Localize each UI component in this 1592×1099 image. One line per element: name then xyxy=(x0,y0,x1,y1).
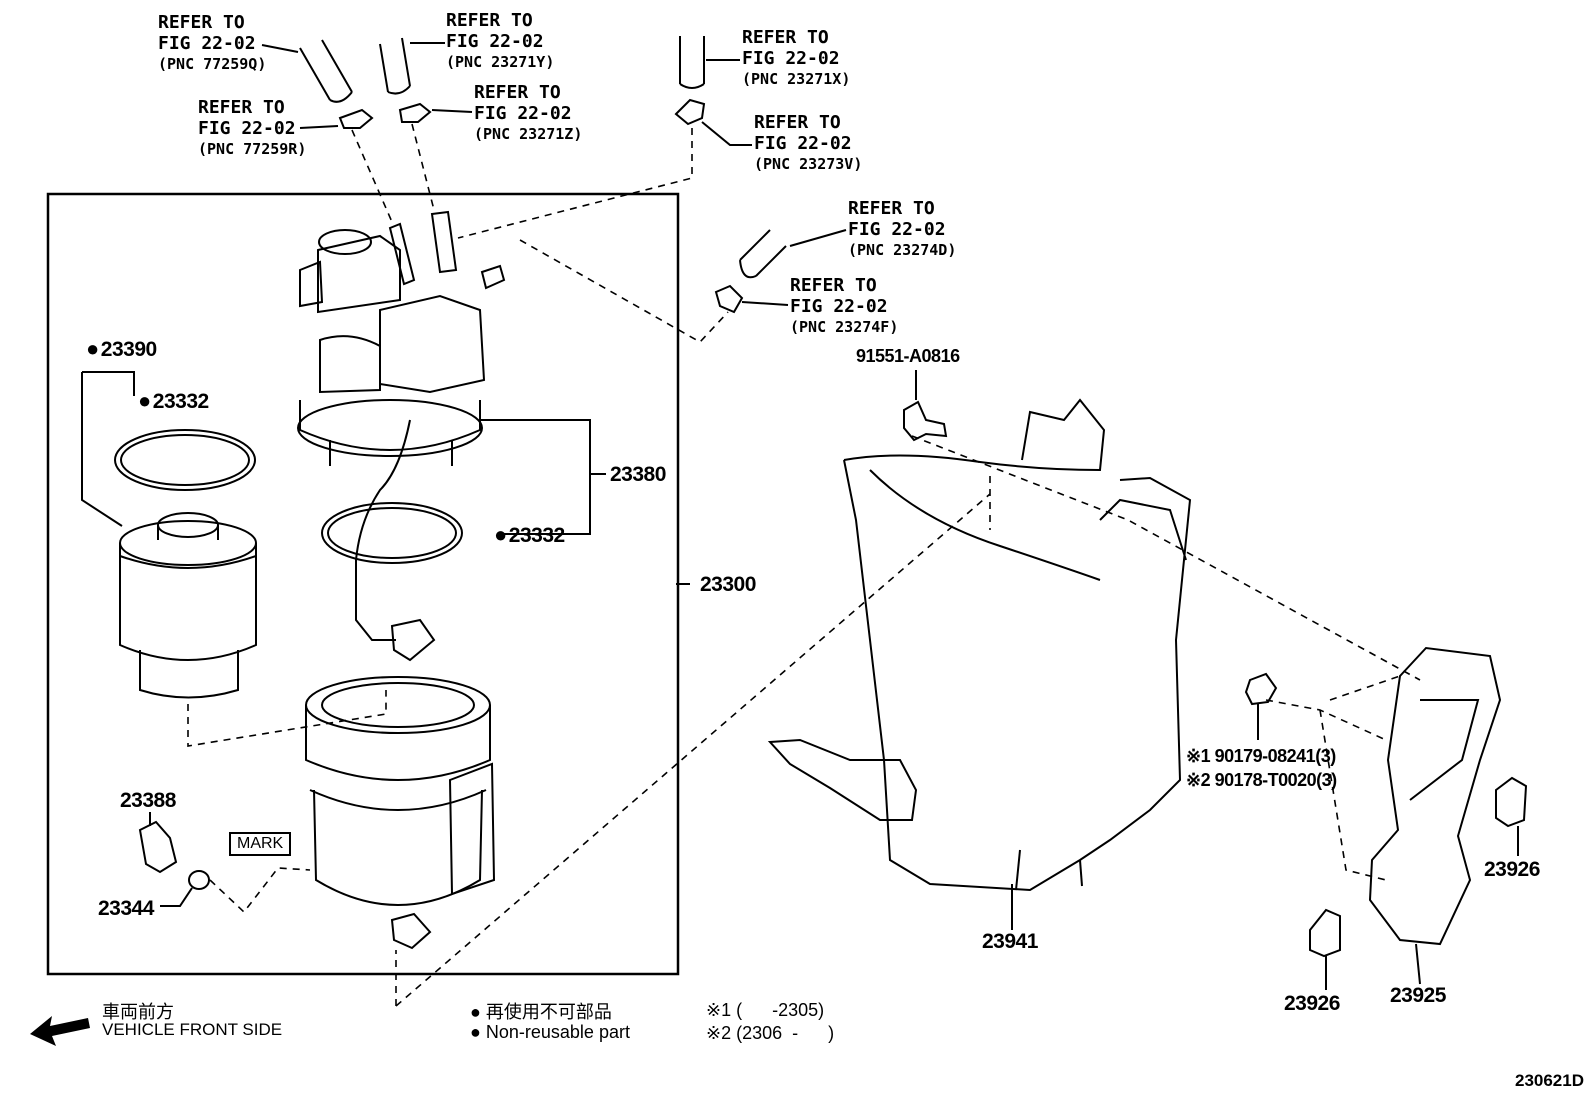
hose-23271x xyxy=(679,36,705,89)
clip-23273v xyxy=(674,98,706,126)
ref-line2: FIG 22-02 xyxy=(446,31,544,52)
ref-line2: FIG 22-02 xyxy=(742,48,840,69)
gasket-23332-upper-inner xyxy=(120,434,250,486)
ref-line1: REFER TO xyxy=(742,27,829,48)
bracket-23925 xyxy=(1368,646,1502,946)
bullet-icon: ● xyxy=(470,1002,486,1022)
part-23332-lower: ●23332 xyxy=(494,522,565,547)
front-arrow-icon xyxy=(30,1016,90,1046)
ref-pnc: (PNC 77259Q) xyxy=(158,55,267,73)
hose-77259q xyxy=(299,39,353,103)
figure-code: 230621D xyxy=(1514,1071,1584,1090)
part-number: 23390 xyxy=(100,338,157,361)
filter-23390 xyxy=(119,512,257,699)
clip-23271z xyxy=(398,102,432,123)
pump-module-23380 xyxy=(297,210,506,662)
ref-label-23271x: REFER TO FIG 22-02 (PNC 23271X) xyxy=(742,27,850,90)
ref-line2: FIG 22-02 xyxy=(198,118,296,139)
ref-line1: REFER TO xyxy=(474,82,561,103)
part-number: 23941 xyxy=(982,930,1038,953)
ref-pnc: (PNC 77259R) xyxy=(198,140,307,158)
bracket-23941 xyxy=(767,398,1192,892)
part-23332-upper: ●23332 xyxy=(138,388,209,413)
ref-label-77259r: REFER TO FIG 22-02 (PNC 77259R) xyxy=(198,97,306,160)
ref-pnc: (PNC 23273V) xyxy=(754,155,863,173)
ref-line1: REFER TO xyxy=(790,275,877,296)
ref-line1: REFER TO xyxy=(158,12,245,33)
front-label-en: VEHICLE FRONT SIDE xyxy=(102,1020,283,1039)
part-number: 23926 xyxy=(1284,992,1340,1015)
ref-line2: FIG 22-02 xyxy=(790,296,888,317)
part-number: 23388 xyxy=(120,789,176,812)
hose-23274d xyxy=(739,229,787,279)
part-23300: 23300 xyxy=(700,573,756,597)
nonreuse-label-jp: ● 再使用不可部品 xyxy=(470,998,612,1024)
oring-23344 xyxy=(188,870,210,890)
part-number: 23344 xyxy=(98,897,154,920)
mark-label: MARK xyxy=(229,832,292,856)
part-23926-right: 23926 xyxy=(1484,858,1540,882)
bullet-icon: ● xyxy=(470,1022,486,1042)
part-23926-bottom: 23926 xyxy=(1284,992,1340,1016)
ref-label-23271y: REFER TO FIG 22-02 (PNC 23271Y) xyxy=(446,10,554,73)
range-note-2: ※2 (2306 - ) xyxy=(706,1023,835,1043)
ref-pnc: (PNC 23271X) xyxy=(742,70,851,88)
nonreuse-en-text: Non-reusable part xyxy=(485,1022,630,1042)
part-23388: 23388 xyxy=(120,789,176,813)
sensor-23388 xyxy=(138,820,178,874)
clip-23274f xyxy=(714,284,744,314)
part-23925: 23925 xyxy=(1390,984,1446,1008)
nonreuse-jp-text: 再使用不可部品 xyxy=(485,1002,612,1022)
ref-line2: FIG 22-02 xyxy=(474,103,572,124)
hose-23271y xyxy=(379,37,411,95)
note-90179: ※1 90179-08241(3) xyxy=(1186,746,1336,767)
ref-line1: REFER TO xyxy=(754,112,841,133)
ref-line2: FIG 22-02 xyxy=(158,33,256,54)
ref-label-23271z: REFER TO FIG 22-02 (PNC 23271Z) xyxy=(474,82,582,145)
ref-label-23274f: REFER TO FIG 22-02 (PNC 23274F) xyxy=(790,275,898,338)
part-number: 23332 xyxy=(508,524,565,547)
ref-pnc: (PNC 23271Z) xyxy=(474,125,583,143)
clip-23926-right xyxy=(1495,776,1528,828)
gasket-23332-lower xyxy=(321,502,463,564)
ref-line2: FIG 22-02 xyxy=(848,219,946,240)
bolt-91551 xyxy=(903,400,948,442)
part-number: 23332 xyxy=(152,390,209,413)
nut-90179 xyxy=(1244,672,1278,706)
gasket-23332-lower-inner xyxy=(327,507,457,559)
part-23344: 23344 xyxy=(98,897,154,921)
note-90178: ※2 90178-T0020(3) xyxy=(1186,770,1337,791)
ref-pnc: (PNC 23271Y) xyxy=(446,53,555,71)
assembly-frame xyxy=(46,192,680,976)
ref-label-23273v: REFER TO FIG 22-02 (PNC 23273V) xyxy=(754,112,862,175)
filter-case xyxy=(305,676,496,950)
ref-line1: REFER TO xyxy=(198,97,285,118)
ref-pnc: (PNC 23274F) xyxy=(790,318,899,336)
range-note-1: ※1 ( -2305) xyxy=(706,1000,825,1020)
part-23941: 23941 xyxy=(982,930,1038,954)
clip-77259r xyxy=(338,108,374,129)
part-23390: ●23390 xyxy=(86,336,157,361)
ref-line2: FIG 22-02 xyxy=(754,133,852,154)
ref-label-77259q: REFER TO FIG 22-02 (PNC 77259Q) xyxy=(158,12,266,75)
part-number: 23926 xyxy=(1484,858,1540,881)
part-number: 23925 xyxy=(1390,984,1446,1007)
ref-pnc: (PNC 23274D) xyxy=(848,241,957,259)
part-91551-a0816: 91551-A0816 xyxy=(856,346,960,367)
part-23380: 23380 xyxy=(610,463,666,487)
part-number: ※1 90179-08241(3) xyxy=(1186,746,1336,766)
part-number: ※2 90178-T0020(3) xyxy=(1186,770,1337,790)
front-label-jp: 車両前方 xyxy=(102,1002,174,1022)
nonreuse-label-en: ● Non-reusable part xyxy=(470,1022,630,1043)
part-number: 23380 xyxy=(610,463,666,486)
ref-line1: REFER TO xyxy=(446,10,533,31)
clip-23926-bottom xyxy=(1309,908,1341,958)
ref-label-23274d: REFER TO FIG 22-02 (PNC 23274D) xyxy=(848,198,956,261)
ref-line1: REFER TO xyxy=(848,198,935,219)
part-number: 91551-A0816 xyxy=(856,346,960,366)
gasket-23332-upper xyxy=(114,429,256,491)
part-number: 23300 xyxy=(700,573,756,596)
